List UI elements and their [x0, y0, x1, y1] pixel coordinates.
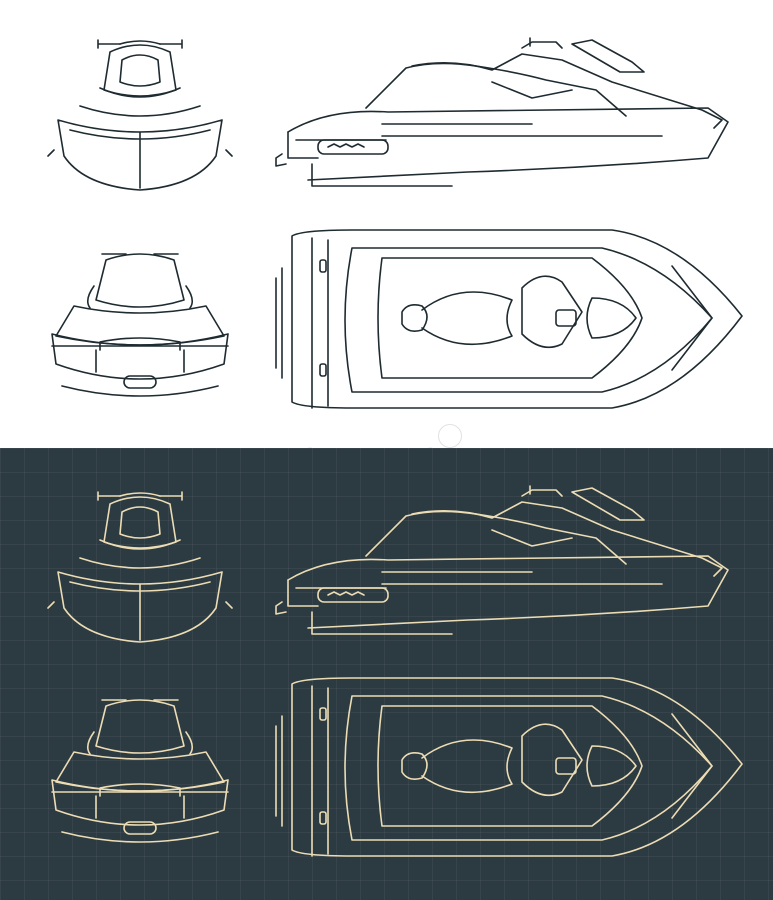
dark-blueprint-panel [0, 448, 773, 900]
top-view-drawing [275, 229, 743, 409]
watermark-logo-icon [438, 424, 462, 448]
front-view-drawing-dark [47, 491, 233, 643]
side-view-drawing [275, 37, 729, 187]
rear-view-drawing [51, 253, 229, 397]
rear-view-drawing-dark [51, 699, 229, 843]
side-view-drawing-dark [275, 485, 729, 635]
light-blueprint-panel [0, 0, 773, 448]
front-view-drawing [47, 39, 233, 191]
top-view-drawing-dark [275, 677, 743, 857]
